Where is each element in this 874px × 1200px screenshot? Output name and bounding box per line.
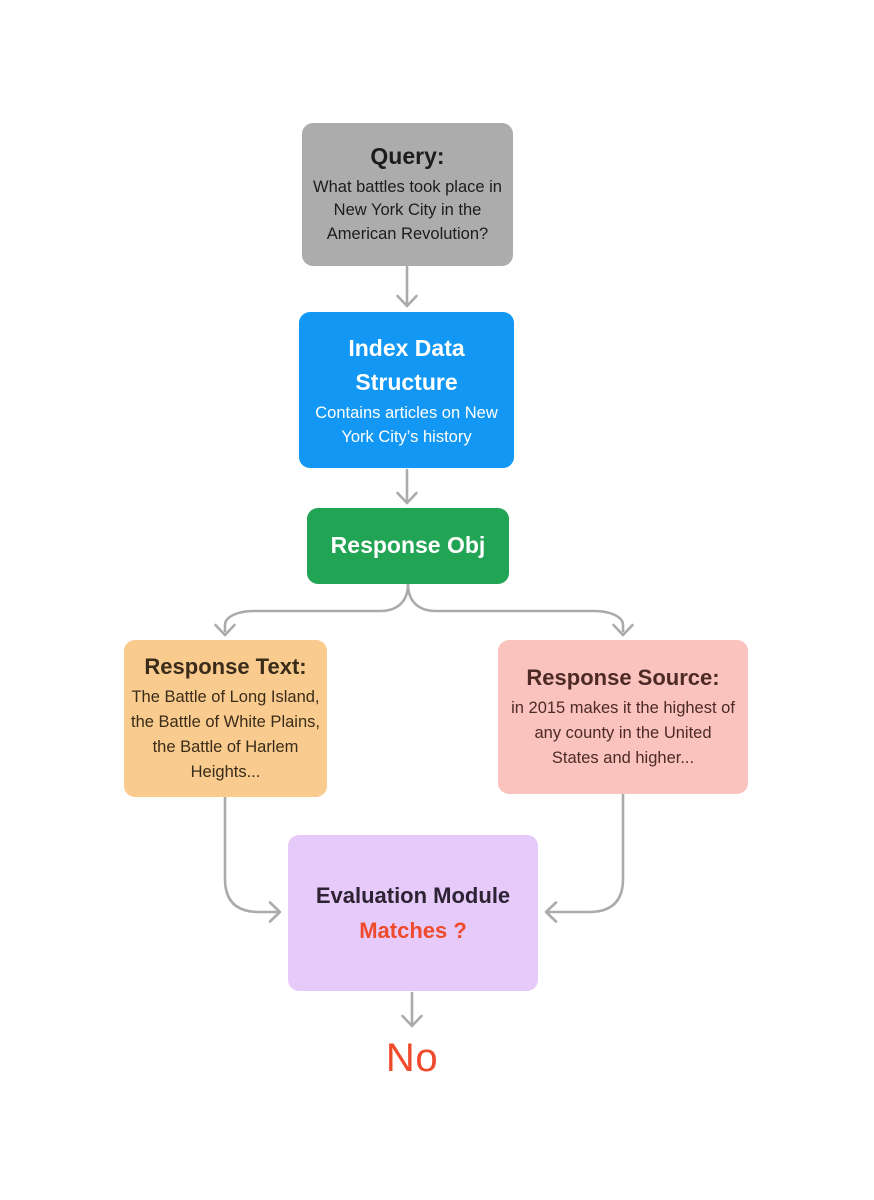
evaluation-module-node: Evaluation Module Matches ? xyxy=(288,835,538,991)
response-text-body: The Battle of Long Island, the Battle of… xyxy=(131,688,320,781)
response-text-node: Response Text: The Battle of Long Island… xyxy=(124,640,327,797)
response-obj-node: Response Obj xyxy=(307,508,509,584)
arrowhead-evaluation-to-result xyxy=(401,1014,423,1028)
response-text-title: Response Text: xyxy=(144,653,307,679)
arrowhead-responsesource-to-evaluation xyxy=(544,901,558,923)
arrow-responsetext-to-evaluation xyxy=(223,795,280,914)
response-obj-title: Response Obj xyxy=(330,532,486,559)
query-title: Query: xyxy=(370,142,445,169)
query-body: What battles took place in New York City… xyxy=(313,177,502,244)
response-source-title: Response Source: xyxy=(526,664,720,690)
index-data-structure-title: Index Data Structure xyxy=(348,334,465,396)
no-result-label: No xyxy=(385,1036,439,1080)
matches-label: Matches ? xyxy=(359,917,467,943)
arrow-responsesource-to-evaluation xyxy=(546,792,625,914)
response-source-body: in 2015 makes it the highest of any coun… xyxy=(511,699,735,767)
arrow-responseobj-to-responsesource xyxy=(406,582,625,633)
arrowhead-responseobj-to-responsesource xyxy=(612,623,634,637)
response-source-node: Response Source: in 2015 makes it the hi… xyxy=(498,640,748,794)
arrowhead-query-to-index xyxy=(396,294,418,308)
evaluation-module-title: Evaluation Module xyxy=(315,883,511,909)
arrowhead-index-to-responseobj xyxy=(396,491,418,505)
arrow-responseobj-to-responsetext xyxy=(223,582,410,633)
arrowhead-responseobj-to-responsetext xyxy=(214,623,236,637)
index-data-structure-body: Contains articles on New York City’s his… xyxy=(315,403,498,446)
query-node: Query: What battles took place in New Yo… xyxy=(302,123,513,266)
arrowhead-responsetext-to-evaluation xyxy=(268,901,282,923)
index-data-structure-node: Index Data Structure Contains articles o… xyxy=(299,312,514,468)
